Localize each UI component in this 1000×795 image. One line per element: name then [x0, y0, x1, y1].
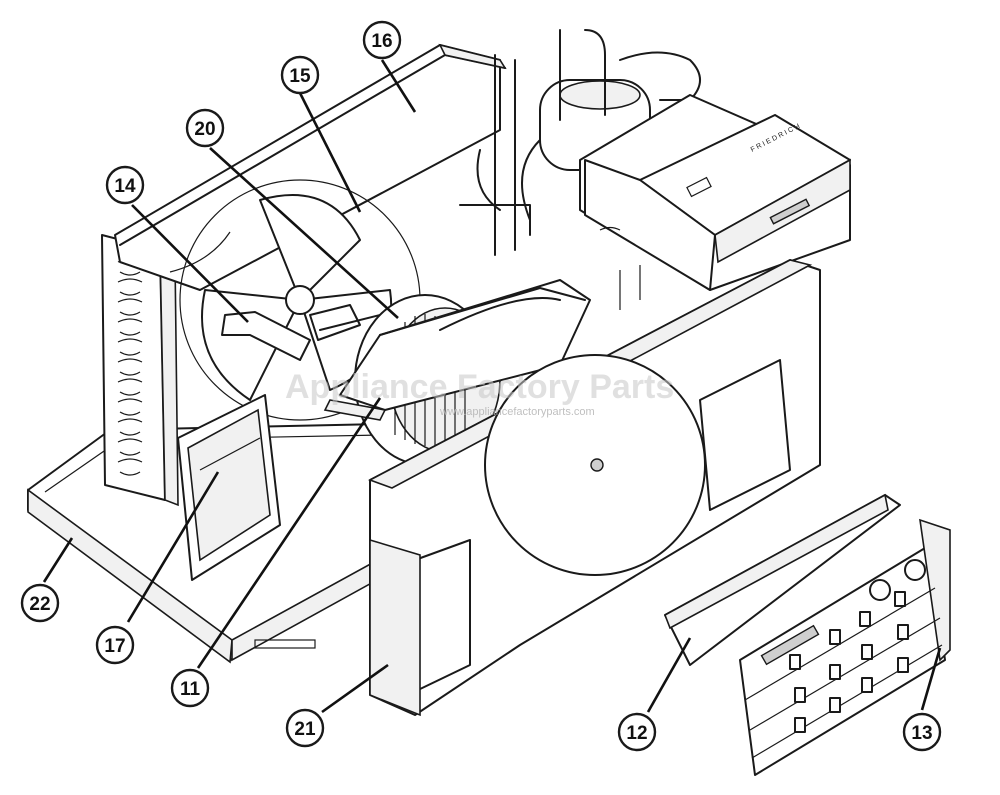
condenser-shroud: [114, 43, 507, 291]
front-grille-frame: [368, 259, 821, 717]
leader-22: [42, 537, 74, 583]
leader-15: [298, 92, 362, 213]
callout-20: 20: [185, 108, 225, 148]
callout-16: 16: [362, 20, 402, 60]
control-box: FRIEDRICH: [579, 94, 851, 310]
leader-11: [196, 397, 382, 669]
callout-21: 21: [285, 708, 325, 748]
callout-15: 15: [280, 55, 320, 95]
leader-lines: [42, 59, 942, 714]
callout-12: 12: [617, 712, 657, 752]
callout-label: 15: [289, 66, 311, 87]
leader-17: [126, 471, 220, 623]
callout-label: 21: [294, 719, 316, 740]
callout-13: 13: [902, 712, 942, 752]
watermark-url: www.appliancefactoryparts.com: [439, 406, 595, 418]
callout-label: 16: [371, 31, 392, 52]
callout-label: 17: [104, 636, 125, 657]
leader-21: [321, 663, 389, 714]
leader-12: [646, 637, 692, 713]
air-deflector: [664, 493, 901, 666]
leader-20: [209, 147, 399, 319]
terminal-board: [739, 518, 951, 776]
callout-17: 17: [95, 625, 135, 665]
leader-14: [131, 204, 249, 323]
motor-mount-bracket: [221, 304, 401, 361]
coil-tubes: [117, 258, 143, 476]
watermark: Appliance Factory Parts www.appliancefac…: [285, 368, 674, 418]
callout-label: 14: [114, 176, 136, 197]
callout-label: 13: [911, 723, 932, 744]
leader-16: [380, 59, 417, 113]
blower-scroll-housing: [323, 279, 591, 421]
watermark-title: Appliance Factory Parts: [285, 368, 674, 406]
callout-label: 22: [29, 594, 50, 615]
callout-22: 22: [20, 583, 60, 623]
callout-label: 20: [194, 119, 215, 140]
air-filter: [177, 394, 281, 581]
callout-label: 11: [180, 679, 201, 700]
callout-11: 11: [170, 668, 210, 708]
leader-13: [920, 647, 942, 711]
callout-14: 14: [105, 165, 145, 205]
callout-label: 12: [626, 723, 647, 744]
condenser-coil: [101, 234, 179, 507]
